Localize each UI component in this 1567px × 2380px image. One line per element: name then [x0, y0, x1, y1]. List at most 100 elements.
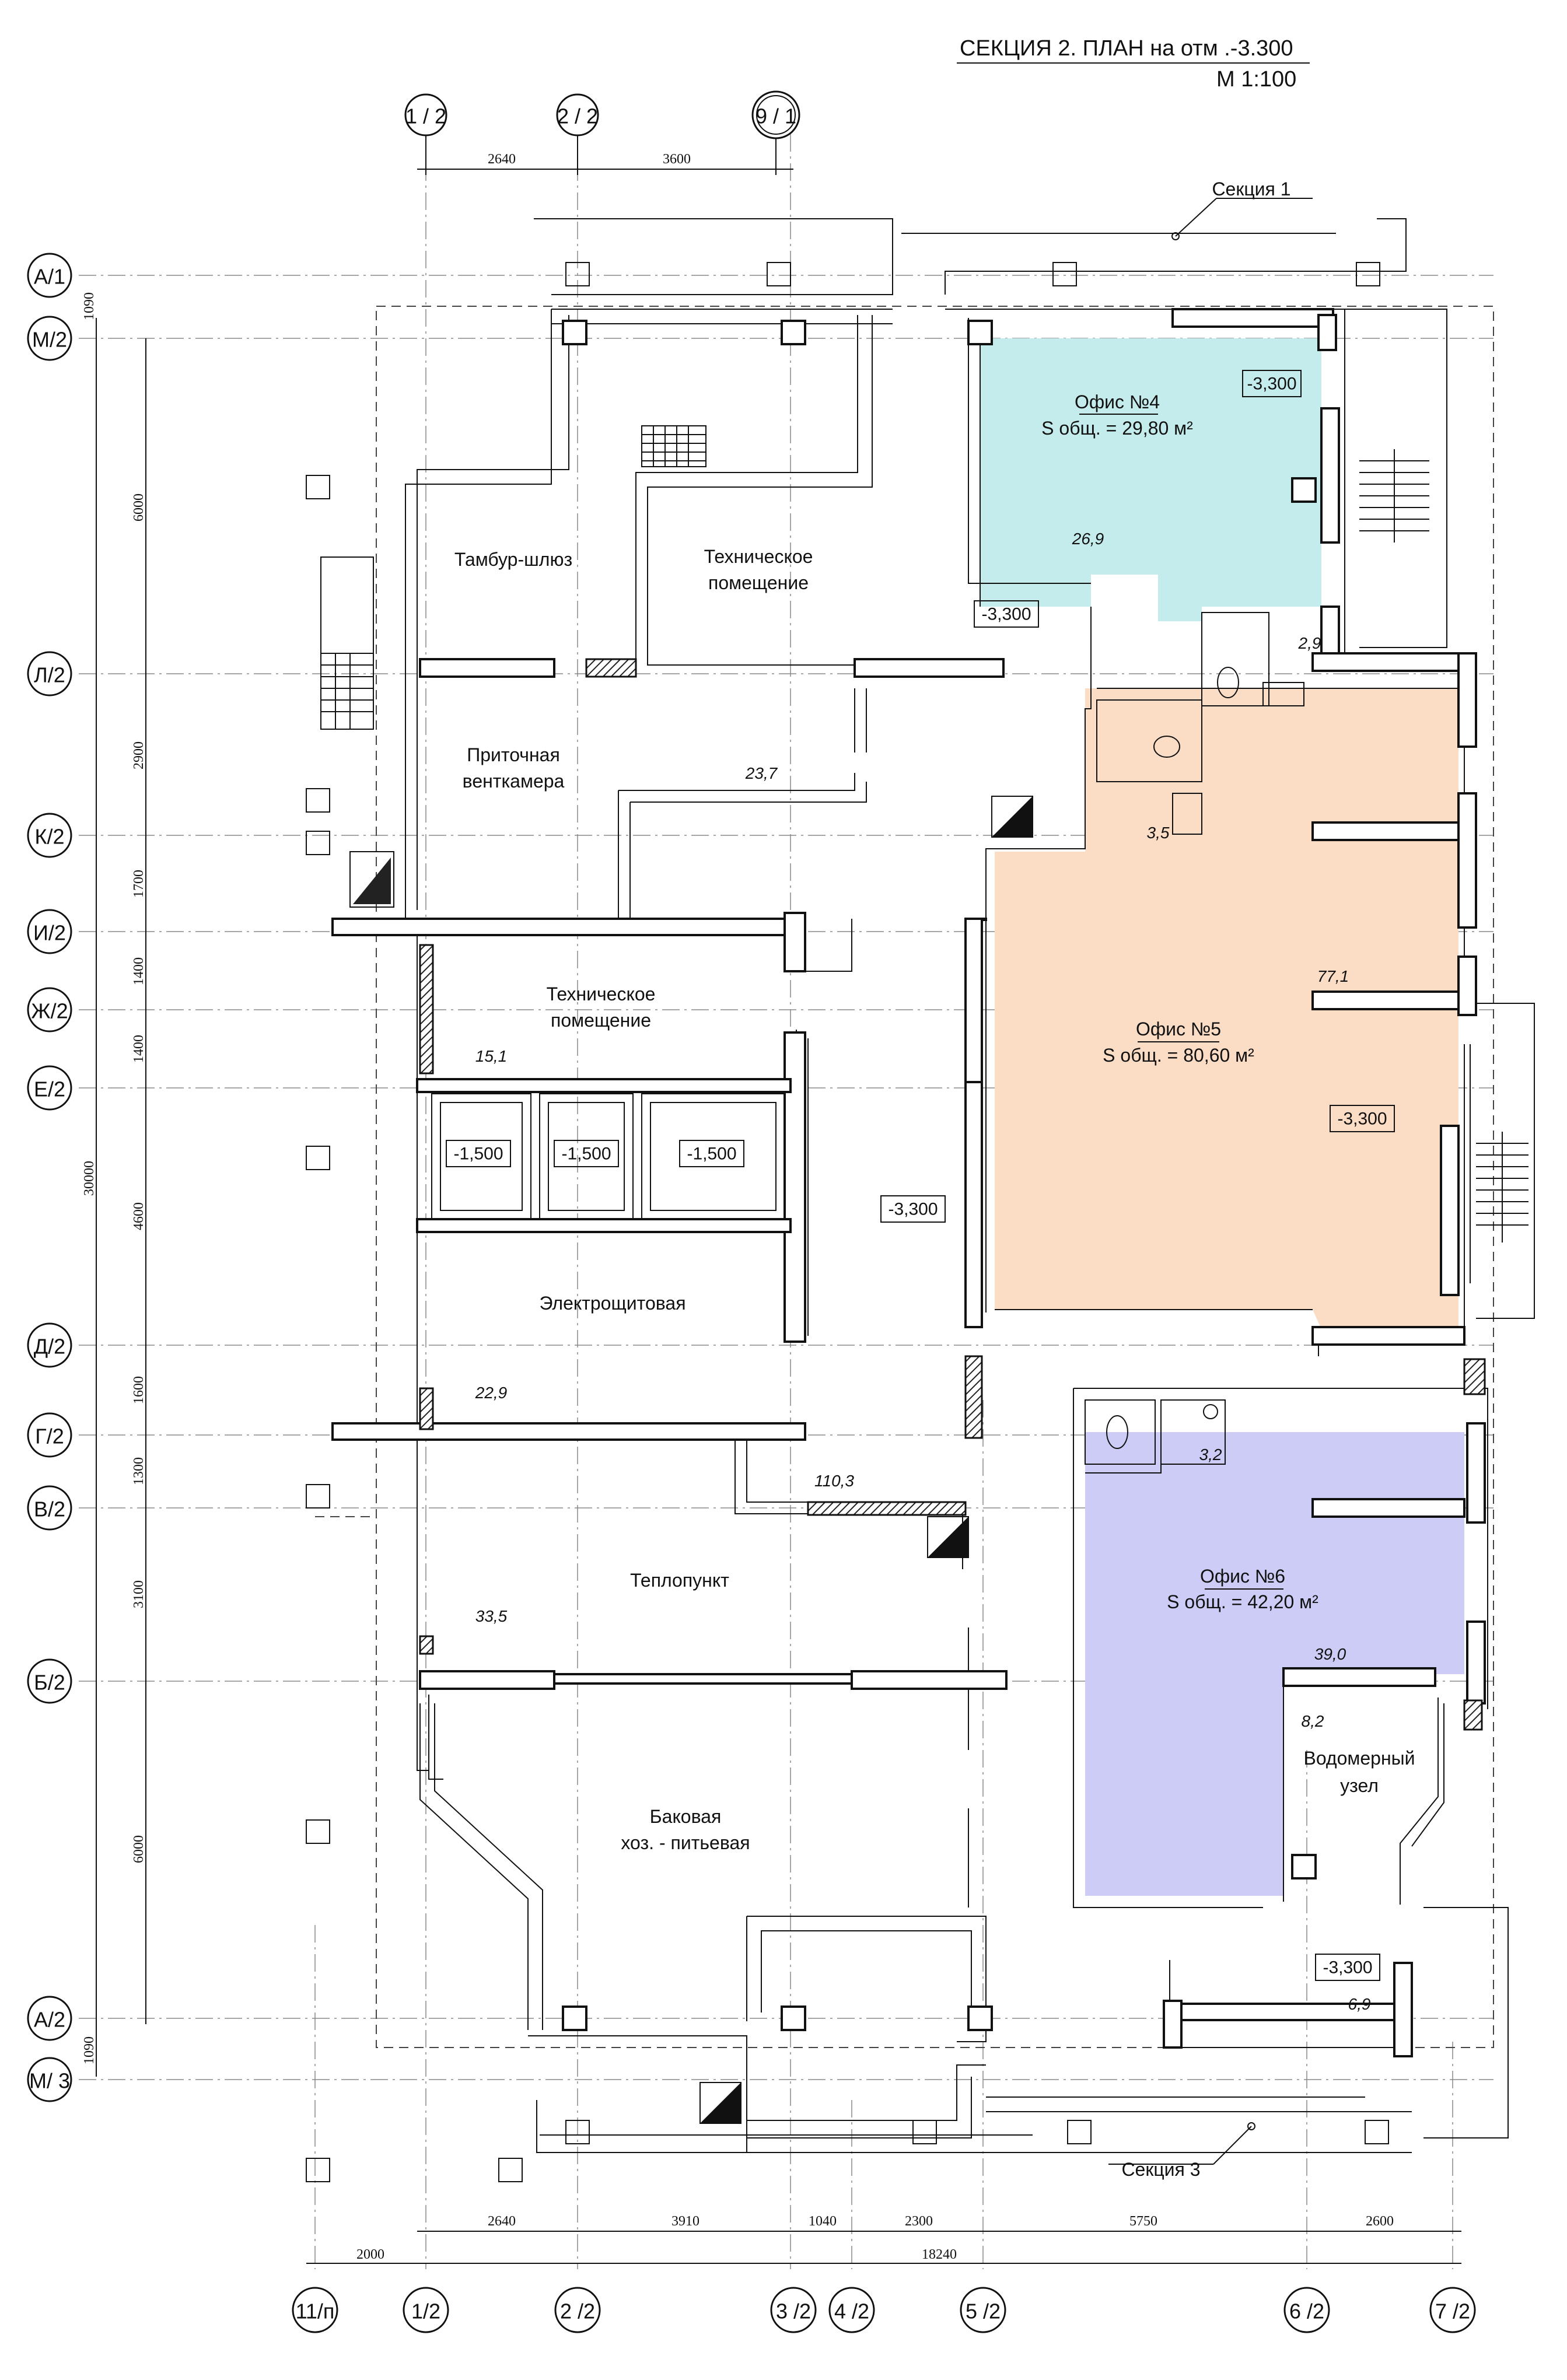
office-5-fill	[995, 688, 1458, 1336]
axis-bottom-3: 2 /2	[554, 2287, 601, 2333]
office-fills	[980, 338, 1464, 1896]
area-office5-main: 77,1	[1317, 967, 1349, 985]
dim-left-8: 1600	[131, 1376, 146, 1404]
svg-text:1/2: 1/2	[411, 2300, 440, 2323]
svg-text:-1,500: -1,500	[453, 1144, 503, 1164]
room-tank-line1: Баковая	[650, 1806, 722, 1827]
room-tech2-line1: Техническое	[547, 984, 656, 1005]
room-water-line1: Водомерный	[1303, 1748, 1415, 1769]
dim-left-3: 2900	[131, 741, 146, 769]
dim-bottom-overall-1: 2000	[356, 2247, 384, 2262]
dim-bottom-2: 3910	[671, 2214, 699, 2229]
axis-left-3: Л/2	[27, 651, 72, 696]
area-water: 8,2	[1302, 1712, 1324, 1730]
room-heat: Теплопункт	[630, 1570, 729, 1591]
shafts	[349, 796, 1033, 2124]
title-scale: М 1:100	[1216, 67, 1296, 92]
dim-left-2: 6000	[131, 494, 146, 522]
room-tambur: Тамбур-шлюз	[454, 549, 572, 570]
axis-top-2: 2 / 2	[556, 93, 599, 136]
dim-left-overall: 30000	[82, 1161, 97, 1196]
dim-top-2: 3600	[663, 152, 691, 167]
dim-left-5: 1400	[131, 957, 146, 985]
room-names: Тамбур-шлюз Техническое помещение Приточ…	[454, 546, 1415, 1853]
svg-text:В/2: В/2	[34, 1497, 65, 1521]
room-areas: 26,9 2,9 23,7 3,5 77,1 15,1 22,9 110,3 3…	[475, 530, 1371, 2013]
level-marker-pit-3: -1,500	[679, 1140, 744, 1167]
axis-bottom-7: 6 /2	[1283, 2287, 1330, 2333]
svg-text:Д/2: Д/2	[34, 1335, 65, 1359]
room-tech2-line2: помещение	[551, 1010, 651, 1031]
office-5-area: S общ. = 80,60 м²	[1103, 1045, 1254, 1066]
level-marker-pit-1: -1,500	[446, 1140, 511, 1167]
area-electro: 22,9	[475, 1384, 508, 1402]
svg-text:М/2: М/2	[32, 328, 67, 352]
room-vent-line2: венткамера	[463, 771, 565, 792]
left-axes: 1090 6000 2900 1700 1400 1400 4600 1600 …	[27, 253, 146, 2102]
elevator-pits	[416, 1078, 792, 1233]
section-references: Секция 1 Секция 3	[540, 178, 1336, 2180]
level-marker-corridor-mid: -3,300	[880, 1195, 946, 1223]
axis-bottom-4: 3 /2	[770, 2287, 817, 2333]
columns	[306, 262, 1389, 2182]
top-axes: 2640 3600 1 / 2 2 / 2 9 / 1	[404, 90, 800, 175]
level-marker-pit-2: -1,500	[554, 1140, 619, 1167]
level-marker-bottom: -3,300	[1315, 1954, 1380, 1981]
walls	[331, 218, 1535, 2153]
office-6-fill	[1085, 1432, 1464, 1896]
dim-left-10: 3100	[131, 1580, 146, 1608]
office-4-area: S общ. = 29,80 м²	[1041, 418, 1193, 439]
svg-text:А/1: А/1	[34, 265, 65, 289]
office-4-name: Офис №4	[1075, 391, 1160, 412]
office-6-area: S общ. = 42,20 м²	[1167, 1591, 1318, 1612]
room-tech1-line1: Техническое	[704, 546, 813, 567]
svg-text:5 /2: 5 /2	[966, 2300, 1001, 2323]
area-tech2: 15,1	[475, 1047, 508, 1065]
level-markers: -3,300 -3,300 -3,300 -3,300 -1,500 -1,50…	[446, 370, 1395, 1981]
dim-left-9: 1300	[131, 1457, 146, 1485]
axis-left-13: М/ 3	[27, 2057, 72, 2102]
area-vent: 23,7	[745, 764, 778, 782]
axis-top-1: 1 / 2	[404, 93, 447, 136]
axis-left-2: М/2	[27, 316, 72, 361]
svg-text:4 /2: 4 /2	[834, 2300, 869, 2323]
area-corridor: 110,3	[814, 1472, 854, 1490]
svg-text:-1,500: -1,500	[687, 1144, 736, 1164]
axis-left-12: А/2	[27, 1996, 72, 2041]
svg-text:-3,300: -3,300	[981, 605, 1031, 624]
axis-left-9: Г/2	[27, 1412, 72, 1458]
svg-text:2 / 2: 2 / 2	[557, 104, 598, 128]
svg-text:-3,300: -3,300	[1323, 1958, 1372, 1978]
svg-text:Г/2: Г/2	[35, 1424, 64, 1448]
room-vent-line1: Приточная	[467, 744, 560, 765]
svg-text:11/п: 11/п	[296, 2300, 335, 2323]
svg-text:И/2: И/2	[33, 921, 66, 945]
axis-top-3: 9 / 1	[751, 90, 800, 139]
svg-text:Ж/2: Ж/2	[31, 999, 68, 1023]
svg-text:2 /2: 2 /2	[560, 2300, 595, 2323]
axis-bottom-6: 5 /2	[960, 2287, 1006, 2333]
axis-left-11: Б/2	[27, 1658, 72, 1704]
level-marker-corridor-top: -3,300	[974, 600, 1039, 628]
room-water-line2: узел	[1340, 1775, 1379, 1796]
section-3-label: Секция 3	[1121, 2159, 1200, 2180]
area-office6-main: 39,0	[1314, 1645, 1346, 1663]
office-6-name: Офис №6	[1200, 1566, 1285, 1587]
axis-left-7: Е/2	[27, 1065, 72, 1111]
dim-bottom-6: 2600	[1366, 2214, 1394, 2229]
axis-left-10: В/2	[27, 1485, 72, 1531]
svg-text:-3,300: -3,300	[888, 1200, 938, 1219]
section-outline	[376, 306, 1494, 2048]
svg-text:-3,300: -3,300	[1337, 1110, 1387, 1129]
room-electro: Электрощитовая	[539, 1293, 685, 1314]
axis-left-4: К/2	[27, 813, 72, 858]
dim-left-12: 1090	[82, 2036, 97, 2064]
svg-text:7 /2: 7 /2	[1435, 2300, 1470, 2323]
office-4-fill	[980, 338, 1321, 621]
dim-left-1: 1090	[82, 292, 97, 320]
level-marker-office4: -3,300	[1242, 370, 1302, 397]
dim-left-7: 4600	[131, 1202, 146, 1230]
dim-left-11: 6000	[131, 1835, 146, 1863]
area-office6-wc: 3,2	[1199, 1446, 1222, 1464]
